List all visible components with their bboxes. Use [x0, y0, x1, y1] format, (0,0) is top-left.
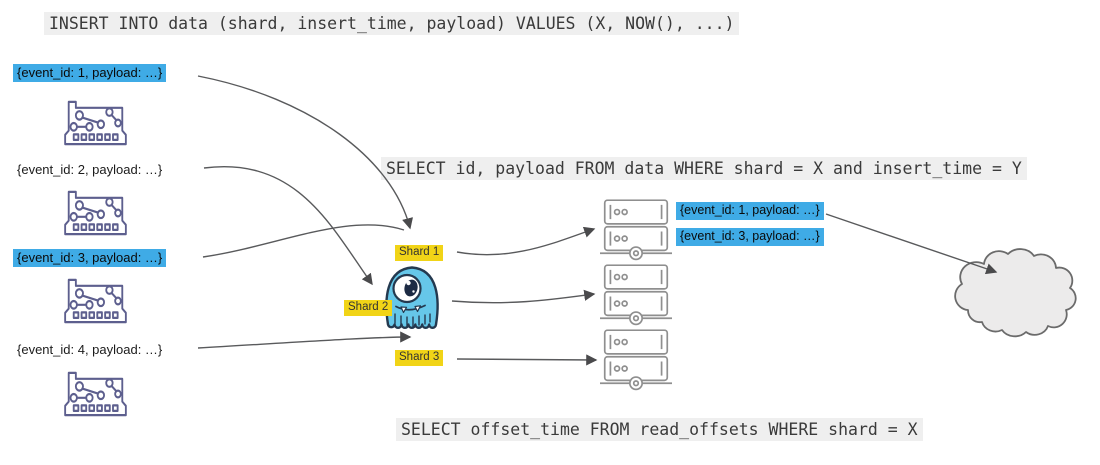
circuit-board-icon: [58, 367, 133, 421]
event-label-2: {event_id: 2, payload: …}: [17, 162, 163, 177]
server-icon-shard-1: [600, 199, 672, 262]
cloud-icon: [950, 240, 1082, 345]
arrow-event1-to-shard1: [197, 75, 413, 230]
result-label-1: {event_id: 1, payload: …}: [676, 202, 824, 220]
server-icon-shard-2: [600, 264, 672, 327]
read-offsets-query: SELECT offset_time FROM read_offsets WHE…: [396, 418, 923, 442]
circuit-board-icon: [58, 96, 133, 150]
result-label-2: {event_id: 3, payload: …}: [676, 228, 824, 246]
insert-query: INSERT INTO data (shard, insert_time, pa…: [44, 12, 740, 36]
arrow-event3-to-shard1: [202, 224, 405, 258]
shard-1-label: Shard 1: [395, 245, 444, 261]
server-icon-shard-3: [600, 329, 672, 392]
shard-2-label: Shard 2: [344, 300, 393, 316]
select-data-query: SELECT id, payload FROM data WHERE shard…: [381, 157, 1027, 181]
circuit-board-icon: [58, 274, 133, 328]
event-label-1: {event_id: 1, payload: …}: [13, 64, 167, 83]
arrow-shard3-to-server3: [456, 354, 598, 366]
arrow-shard2-to-server2: [451, 289, 596, 304]
arrow-event2-to-shard2: [203, 166, 373, 286]
event-label-4: {event_id: 4, payload: …}: [17, 342, 163, 357]
circuit-board-icon: [58, 186, 133, 240]
event-label-3: {event_id: 3, payload: …}: [13, 249, 167, 268]
arrow-shard1-to-server1: [456, 226, 596, 256]
shard-3-label: Shard 3: [395, 350, 444, 366]
arrow-event4-to-shard3: [197, 331, 412, 349]
